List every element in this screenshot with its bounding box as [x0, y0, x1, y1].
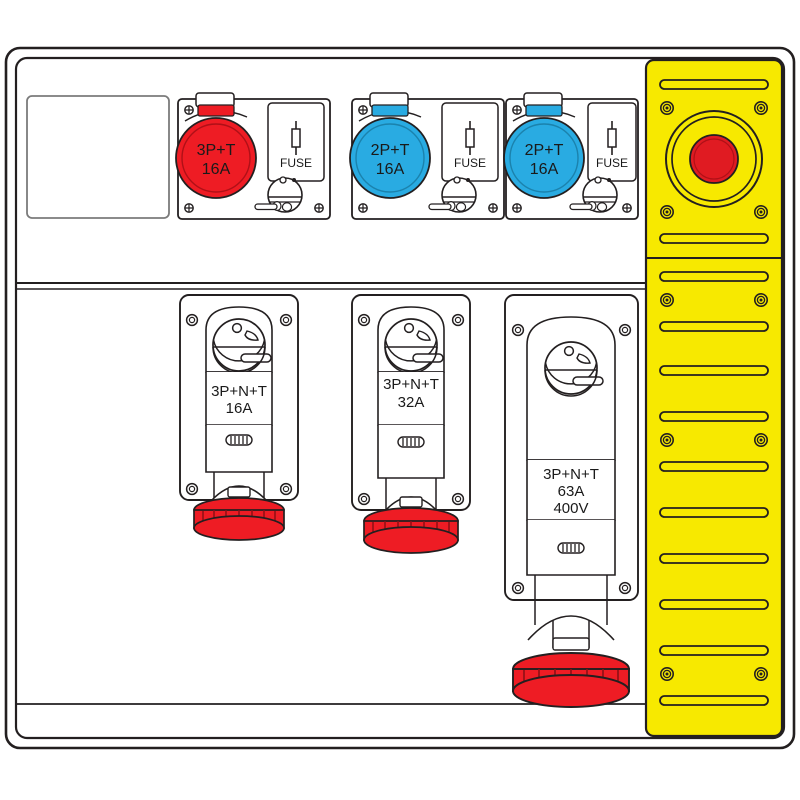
module-interlocked-3p-n-t-16a[interactable]: 3P+N+T 16A	[179, 294, 299, 541]
socket-label-line2: 16A	[530, 161, 559, 178]
vent-slot	[659, 271, 769, 282]
module-socket-2p-t-16a-b[interactable]: 2P+T 16A FUSE	[503, 92, 639, 220]
emergency-stop-button[interactable]	[665, 110, 763, 208]
fuse-label: FUSE	[454, 156, 486, 170]
blank-plate	[26, 95, 170, 219]
vent-slot	[659, 321, 769, 332]
module-interlocked-3p-n-t-32a[interactable]: 3P+N+T 32A	[351, 294, 471, 554]
module-label-line3: 400V	[553, 500, 588, 517]
module-label-line1: 3P+N+T	[383, 376, 439, 393]
fuse-label: FUSE	[280, 156, 312, 170]
module-label-line2: 16A	[226, 400, 253, 417]
vent-slot	[659, 599, 769, 610]
vent-slot	[659, 695, 769, 706]
vent-slot	[659, 365, 769, 376]
module-label-line1: 3P+N+T	[543, 466, 599, 483]
fuse-label: FUSE	[596, 156, 628, 170]
module-label-line1: 3P+N+T	[211, 383, 267, 400]
module-label-line2: 63A	[558, 483, 585, 500]
vent-slot	[659, 461, 769, 472]
socket-label-line2: 16A	[202, 161, 231, 178]
module-socket-3p-t-16a[interactable]: 3P+T 16A FUSE	[175, 92, 331, 220]
module-interlocked-3p-n-t-63a[interactable]: 3P+N+T 63A 400V	[504, 294, 639, 708]
vent-slot	[659, 645, 769, 656]
socket-label-line2: 16A	[376, 161, 405, 178]
socket-label-line1: 2P+T	[525, 142, 564, 159]
vent-slot	[659, 79, 769, 90]
yellow-ventilation-panel	[644, 58, 784, 738]
module-socket-2p-t-16a-a[interactable]: 2P+T 16A FUSE	[349, 92, 505, 220]
socket-label-line1: 2P+T	[371, 142, 410, 159]
vent-slot	[659, 233, 769, 244]
socket-label-line1: 3P+T	[197, 142, 236, 159]
vent-slot	[659, 411, 769, 422]
vent-slot	[659, 507, 769, 518]
vent-slot	[659, 553, 769, 564]
module-label-line2: 32A	[398, 394, 425, 411]
